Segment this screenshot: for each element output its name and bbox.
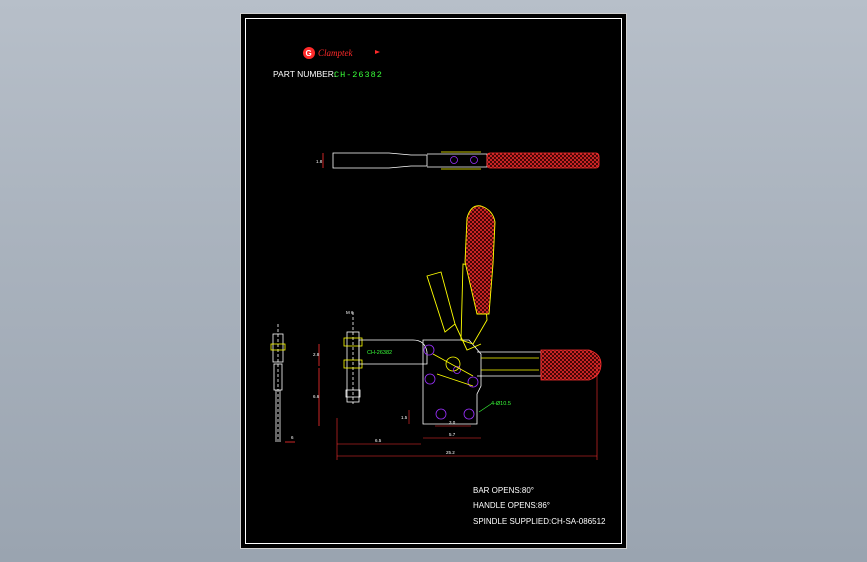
svg-text:1.8: 1.8 [316,159,323,164]
svg-text:2.8: 2.8 [313,352,320,357]
drawing-sheet: G Clamptek PART NUMBER: CH-26382 1.8 [240,13,627,549]
handle-closed-grip [540,349,602,381]
note-spindle-supplied: SPINDLE SUPPLIED:CH-SA-086512 [473,517,606,526]
part-number-label: PART NUMBER: [273,69,336,79]
handle-closed-position [477,351,542,377]
dim-base-width: 5.7 [449,432,456,437]
note-bar-opens: BAR OPENS:80° [473,486,534,495]
handle-open-grip [464,205,496,315]
brand-arrow-icon [375,50,380,54]
dim-left-offset: 6.5 [375,438,382,443]
note-handle-opens: HANDLE OPENS:86° [473,501,550,510]
dim-hole-spacing: 3.0 [449,420,456,425]
svg-text:M 6: M 6 [346,310,354,315]
brand-logo-letter: G [306,49,312,58]
dim-height-c: 1.5 [401,415,408,420]
clamp-body [422,339,482,425]
side-view: 6 [270,324,295,444]
dim-overall-length: 25.2 [446,450,455,455]
cad-drawing: G Clamptek PART NUMBER: CH-26382 1.8 [270,47,606,526]
brand-logo-mark [303,47,315,59]
dimension-lines [336,364,598,460]
svg-text:6: 6 [291,435,294,440]
brand-logo: G Clamptek [303,47,380,59]
brand-name: Clamptek [318,48,353,58]
top-view: 1.8 [316,151,488,170]
front-view: M 6 2.8 6.6 [313,310,428,426]
part-number-value: CH-26382 [334,70,383,80]
top-view-grip [486,152,600,169]
drawing-border [245,18,622,544]
hole-callout: 4-Ø10.5 [491,401,511,407]
svg-text:6.6: 6.6 [313,394,320,399]
body-marking: CH-26382 [367,350,392,356]
